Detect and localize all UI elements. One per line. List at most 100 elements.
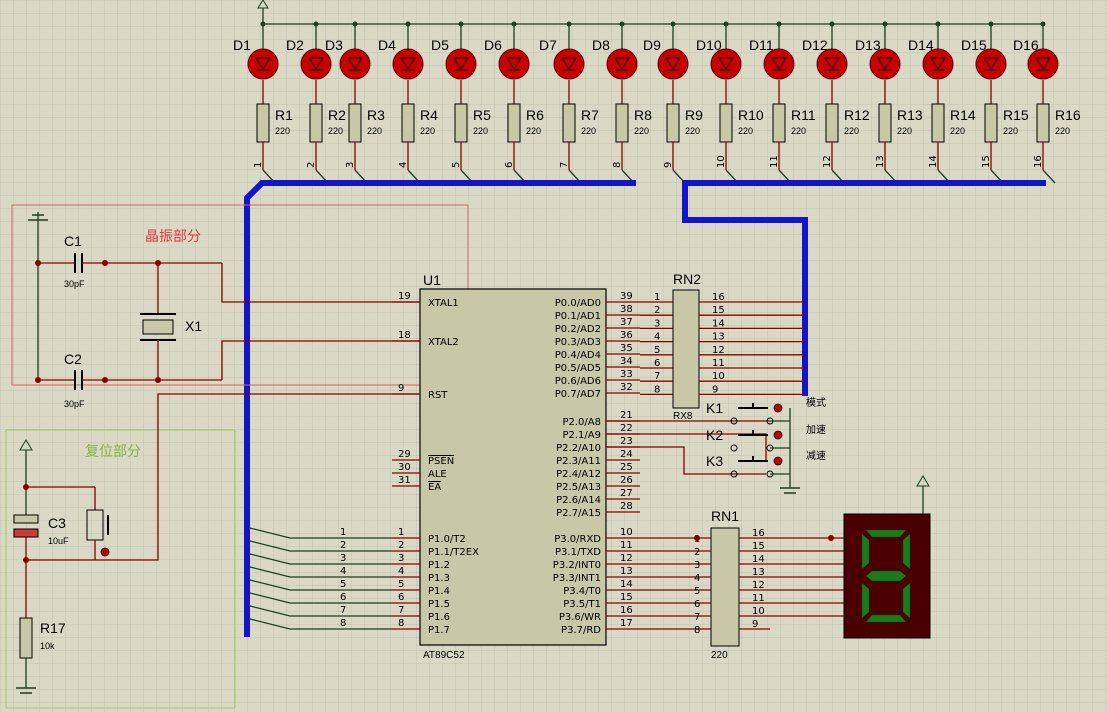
led-6[interactable]: D6: [484, 21, 530, 80]
led-11[interactable]: D11: [749, 21, 795, 80]
pin-number: 1: [398, 527, 404, 538]
led-label: D15: [961, 37, 987, 53]
resistor-label: R2: [328, 107, 346, 123]
button-label: 加速: [806, 424, 826, 436]
button-ref: K3: [706, 453, 723, 469]
mcu-pin-2[interactable]: 2P1.1/T2EX: [392, 540, 479, 558]
mcu-pin-3[interactable]: 3P1.2: [392, 553, 450, 571]
mcu-u1[interactable]: U1 AT89C52 19XTAL118XTAL29RST29PSEN30ALE…: [392, 272, 640, 661]
led-9[interactable]: D9: [643, 21, 689, 80]
led-15[interactable]: D15: [961, 21, 1007, 80]
led-1[interactable]: D1: [233, 21, 279, 80]
reset-section-label: 复位部分: [85, 443, 141, 459]
rn1-ref: RN1: [711, 508, 739, 524]
rn1-right-pin: 11: [752, 593, 765, 604]
resistor-value: 220: [1055, 126, 1070, 136]
led-16[interactable]: D16: [1013, 21, 1059, 80]
led-10[interactable]: D10: [696, 21, 742, 80]
led-4[interactable]: D4: [378, 21, 424, 80]
mcu-pin-6[interactable]: 6P1.5: [392, 592, 450, 610]
led-5[interactable]: D5: [431, 21, 477, 80]
crystal-section-label: 晶振部分: [145, 228, 201, 244]
pin-name: ALE: [428, 469, 447, 480]
c2-label: C2: [64, 351, 82, 367]
mcu-pin-1[interactable]: 1P1.0/T2: [392, 527, 466, 545]
mcu-pin-4[interactable]: 4P1.3: [392, 566, 450, 584]
mcu-pin-5[interactable]: 5P1.4: [392, 579, 450, 597]
c1-label: C1: [64, 233, 82, 249]
resistor-label: R3: [367, 107, 385, 123]
led-13[interactable]: D13: [855, 21, 901, 80]
bus-net-label: 8: [612, 162, 623, 168]
pin-name: P1.2: [428, 560, 450, 571]
led-7[interactable]: D7: [539, 21, 585, 80]
mcu-part: AT89C52: [423, 650, 465, 661]
led-3[interactable]: D3: [325, 21, 371, 80]
mcu-pin-7[interactable]: 7P1.6: [392, 605, 450, 623]
pin-name: P2.6/A14: [556, 495, 601, 506]
rn2-right-pin: 12: [712, 345, 725, 356]
resistor-value: 220: [634, 126, 649, 136]
resistor-label: R9: [685, 107, 703, 123]
led-2[interactable]: D2: [286, 21, 332, 80]
mcu-pin-8[interactable]: 8P1.7: [392, 618, 450, 636]
led-14[interactable]: D14: [908, 21, 954, 80]
pin-number: 35: [620, 343, 633, 354]
seven-segment-display[interactable]: [843, 475, 931, 639]
pin-number: 6: [398, 592, 404, 603]
pin-number: 9: [398, 383, 404, 394]
rn2-right-pin: 11: [712, 358, 725, 369]
led-8[interactable]: D8: [592, 21, 638, 80]
pin-name: P1.7: [428, 625, 450, 636]
rn1-left-pin: 2: [694, 547, 700, 558]
resistor-value: 220: [275, 126, 290, 136]
pin-name: P2.0/A8: [562, 417, 601, 428]
led-12[interactable]: D12: [802, 21, 848, 80]
